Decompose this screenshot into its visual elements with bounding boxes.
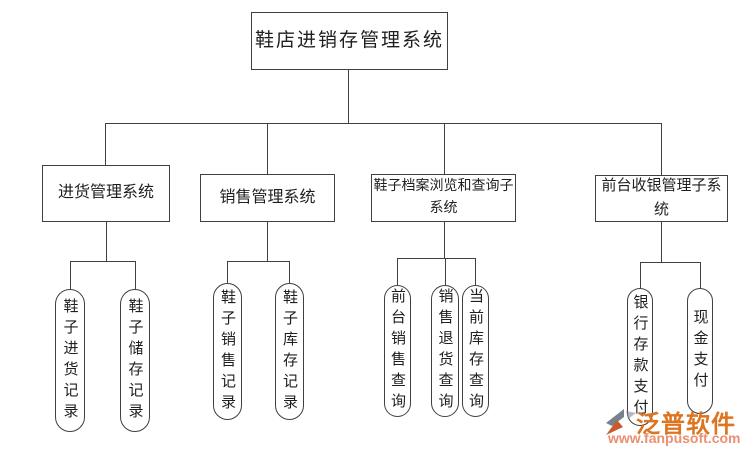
connector-branch-1-drop-b bbox=[135, 261, 136, 289]
connector-branch-1-stem bbox=[106, 222, 107, 261]
node-label: 销售管理系统 bbox=[219, 188, 316, 206]
leaf-sales-return-query: 销售退货查询 bbox=[431, 285, 459, 417]
node-archive-browse-query-subsystem: 鞋子档案浏览和查询子系统 bbox=[371, 174, 516, 222]
leaf-shoe-inventory-record: 鞋子库存记录 bbox=[275, 283, 304, 420]
connector-drop-branch-3 bbox=[444, 123, 445, 174]
leaf-label: 鞋子库存记录 bbox=[281, 288, 297, 415]
node-label: 鞋子档案浏览和查询子系统 bbox=[373, 179, 514, 216]
connector-branch-4-bracket bbox=[640, 262, 700, 263]
connector-branch-2-bracket bbox=[227, 261, 290, 262]
leaf-label: 前台销售查询 bbox=[389, 288, 405, 414]
connector-branch-4-drop-b bbox=[700, 262, 701, 288]
leaf-label: 销售退货查询 bbox=[436, 288, 453, 414]
connector-drop-branch-4 bbox=[661, 123, 662, 175]
node-front-desk-cashier-subsystem: 前台收银管理子系统 bbox=[595, 175, 728, 222]
leaf-label: 鞋子进货记录 bbox=[61, 297, 78, 424]
connector-branch-1-bracket bbox=[70, 261, 136, 262]
node-purchase-management: 进货管理系统 bbox=[42, 165, 170, 222]
connector-drop-branch-1 bbox=[105, 123, 106, 165]
leaf-current-inventory-query: 当前库存查询 bbox=[462, 285, 489, 417]
leaf-shoe-sales-record: 鞋子销售记录 bbox=[213, 283, 242, 420]
connector-branch-3-stem bbox=[444, 222, 445, 258]
connector-branch-3-drop-c bbox=[475, 258, 476, 285]
connector-rail bbox=[105, 123, 662, 124]
connector-branch-3-drop-b bbox=[445, 258, 446, 285]
leaf-shoe-storage-record: 鞋子储存记录 bbox=[120, 289, 150, 432]
watermark-brand-text: 泛普软件 bbox=[636, 411, 736, 438]
node-root-system: 鞋店进销存管理系统 bbox=[251, 12, 448, 70]
node-sales-management: 销售管理系统 bbox=[200, 174, 335, 222]
connector-branch-2-drop-b bbox=[289, 261, 290, 283]
leaf-front-desk-sales-query: 前台销售查询 bbox=[384, 285, 411, 417]
connector-branch-2-drop-a bbox=[227, 261, 228, 283]
fanpu-logo-icon bbox=[604, 407, 638, 442]
connector-drop-branch-2 bbox=[267, 123, 268, 174]
leaf-label: 银行存款支付 bbox=[631, 294, 648, 420]
connector-branch-1-drop-a bbox=[70, 261, 71, 289]
node-label: 进货管理系统 bbox=[57, 184, 154, 202]
connector-root-stem bbox=[348, 70, 349, 123]
leaf-label: 当前库存查询 bbox=[467, 288, 483, 414]
leaf-label: 鞋子储存记录 bbox=[126, 297, 143, 424]
leaf-label: 现金支付 bbox=[691, 309, 708, 393]
leaf-label: 鞋子销售记录 bbox=[219, 288, 235, 415]
leaf-bank-deposit-payment: 银行存款支付 bbox=[627, 288, 653, 426]
connector-branch-4-stem bbox=[661, 222, 662, 262]
leaf-cash-payment: 现金支付 bbox=[687, 288, 713, 414]
connector-branch-2-stem bbox=[267, 222, 268, 261]
leaf-shoe-purchase-record: 鞋子进货记录 bbox=[55, 289, 85, 432]
node-label: 前台收银管理子系统 bbox=[601, 178, 722, 218]
connector-branch-3-drop-a bbox=[397, 258, 398, 285]
connector-branch-3-bracket bbox=[397, 258, 476, 259]
connector-branch-4-drop-a bbox=[640, 262, 641, 288]
watermark-url-text: www.fanpusoft.com bbox=[608, 430, 740, 446]
node-root-label: 鞋店进销存管理系统 bbox=[254, 30, 444, 52]
